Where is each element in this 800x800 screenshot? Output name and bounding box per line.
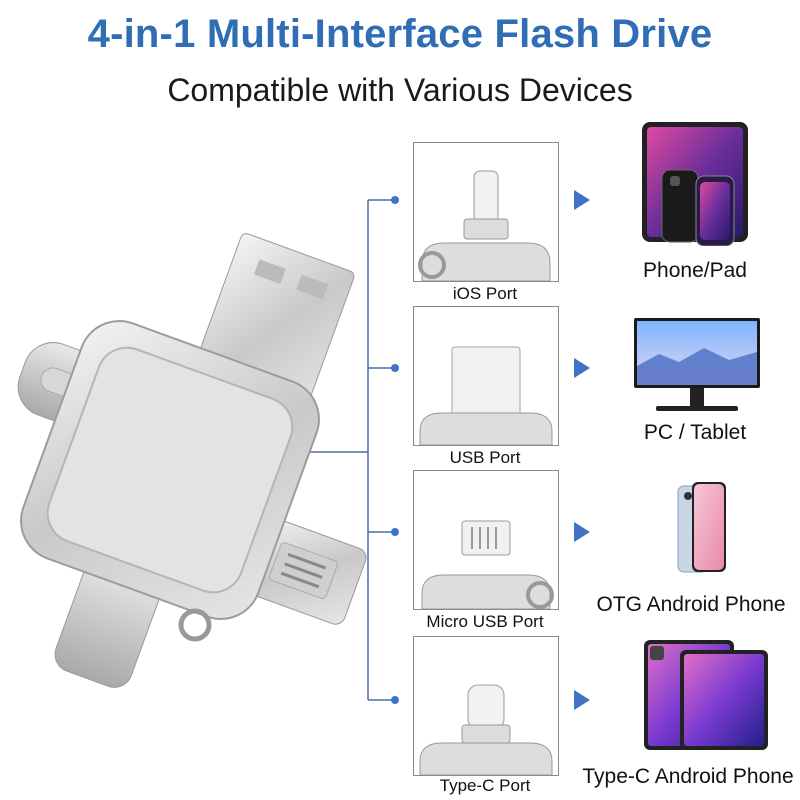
monitor-icon (634, 318, 760, 411)
port-box-micro-usb (413, 470, 559, 610)
port-label-usb: USB Port (449, 448, 521, 467)
port-label-micro-usb: Micro USB Port (426, 612, 544, 631)
android-tablet-icon (644, 640, 768, 750)
arrow-right-icon (574, 690, 590, 710)
device-label-otg-android-phone: OTG Android Phone (596, 593, 786, 616)
page-title: 4-in-1 Multi-Interface Flash Drive (87, 12, 713, 56)
arrow-right-icon (574, 522, 590, 542)
connector-dot (391, 196, 399, 204)
device-label-phone-pad: Phone/Pad (643, 259, 747, 282)
port-label-ios: iOS Port (452, 284, 518, 303)
page-subtitle: Compatible with Various Devices (167, 72, 633, 108)
device-label-pc-tablet: PC / Tablet (643, 421, 747, 444)
connector-dot (391, 364, 399, 372)
port-box-type-c (413, 636, 559, 776)
iphone-ipad-icon (642, 122, 748, 246)
port-box-usb (413, 306, 559, 446)
connector-dot (391, 696, 399, 704)
android-phone-icon (677, 482, 726, 573)
arrow-right-icon (574, 190, 590, 210)
port-label-type-c: Type-C Port (439, 776, 531, 795)
device-label-type-c-android-phone: Type-C Android Phone (582, 765, 794, 788)
port-box-ios (413, 142, 559, 282)
connector-dot (391, 528, 399, 536)
flash-drive-icon (17, 233, 367, 688)
arrow-right-icon (574, 358, 590, 378)
